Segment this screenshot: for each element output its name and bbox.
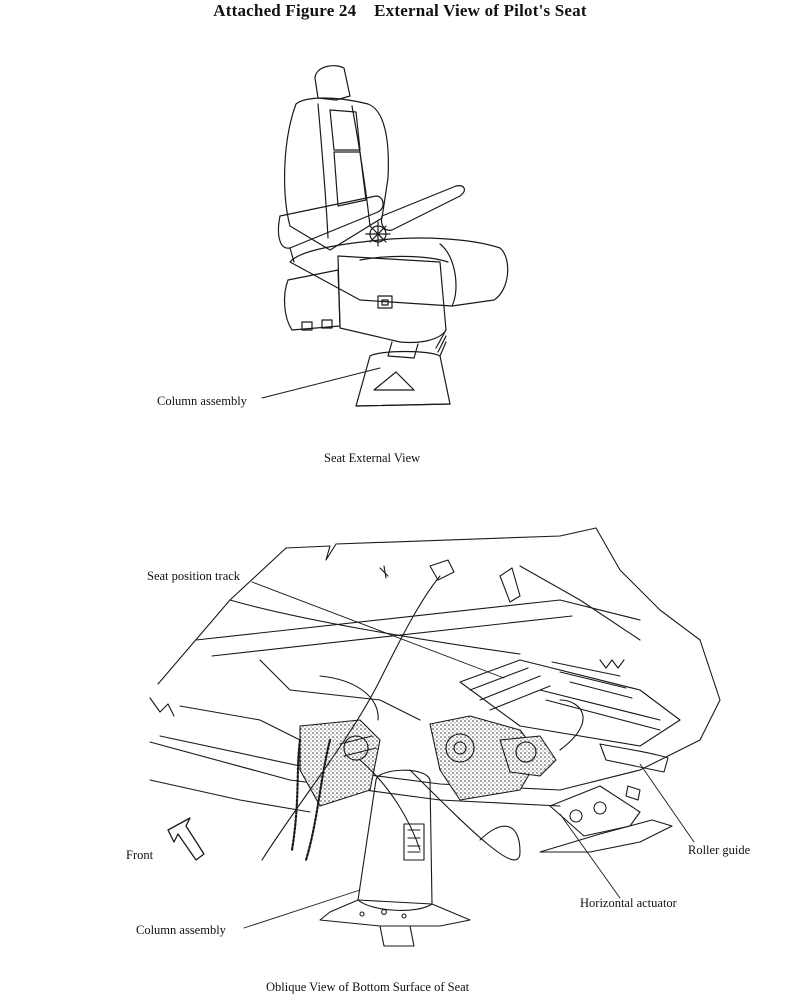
column-assembly-leader: [262, 368, 380, 398]
page-title: Attached Figure 24 External View of Pilo…: [213, 1, 587, 20]
roller-guide-leader: [640, 764, 694, 842]
callout-seat-position-track: Seat position track: [147, 569, 241, 583]
figure-caption-bottom: Oblique View of Bottom Surface of Seat: [266, 980, 470, 994]
right-armrest: [381, 186, 464, 231]
seat-backrest: [285, 98, 389, 250]
callout-column-assembly-bottom: Column assembly: [136, 923, 226, 937]
left-armrest: [278, 196, 383, 248]
column-assembly-bottom: [320, 770, 470, 946]
roller-guide: [600, 744, 668, 772]
callout-roller-guide: Roller guide: [688, 843, 751, 857]
figure-caption-top: Seat External View: [324, 451, 421, 465]
seat-position-track: [460, 660, 680, 746]
floor-pan-frame: [286, 528, 596, 560]
column-post: [388, 342, 418, 358]
horizontal-actuator-leader: [560, 814, 620, 898]
control-cable: [262, 576, 440, 860]
column-assembly-bottom-leader: [244, 890, 360, 928]
callout-horizontal-actuator: Horizontal actuator: [580, 896, 677, 910]
callout-column-assembly-top: Column assembly: [157, 394, 247, 408]
seat-cushion: [290, 238, 508, 306]
callout-front: Front: [126, 848, 154, 862]
column-base: [356, 352, 450, 407]
horizontal-actuator: [540, 786, 672, 852]
front-arrow-icon: [168, 818, 204, 860]
seat-position-track-leader: [252, 582, 504, 678]
